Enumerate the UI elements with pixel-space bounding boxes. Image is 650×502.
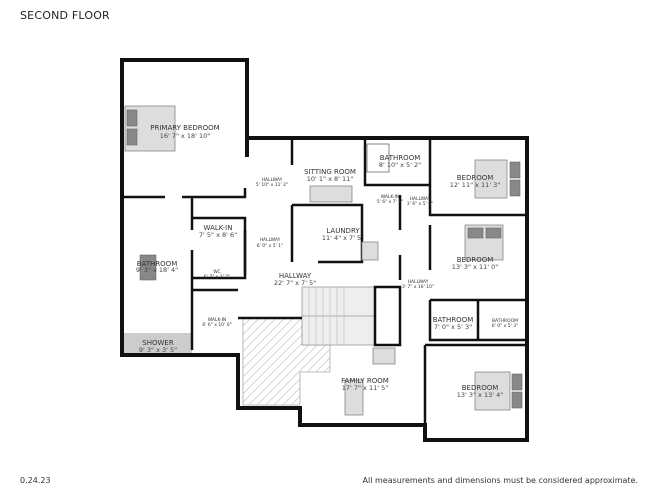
- room-name: BEDROOM: [457, 174, 494, 182]
- sofa-family-room: [344, 379, 364, 416]
- room-name: HALLWAY: [262, 177, 283, 183]
- room-dims: 9' 3" x 18' 4": [136, 266, 178, 274]
- room-name: WALK-IN: [204, 224, 233, 232]
- bed-primary: [124, 105, 176, 152]
- room-name: BATHROOM: [492, 318, 518, 324]
- room-dims: 9' 3" x 3' 5": [139, 346, 177, 354]
- shower-stall: [366, 143, 390, 173]
- room-dims: 16' 7" x 18' 10": [160, 132, 211, 140]
- room-name: BATHROOM: [137, 260, 178, 268]
- room-dims: 13' 3" x 11' 0": [452, 263, 498, 271]
- bed-3: [474, 371, 523, 411]
- room-name: BATHROOM: [380, 154, 421, 162]
- room-dims: 3' 7" x 16' 10": [402, 284, 434, 290]
- room-name: HALLWAY: [410, 196, 431, 202]
- room-name: BEDROOM: [457, 256, 494, 264]
- room-dims: 22' 7" x 7' 5": [274, 279, 316, 287]
- room-name: LAUNDRY: [326, 227, 360, 235]
- bed-1: [474, 159, 521, 199]
- room-name: BATHROOM: [433, 316, 474, 324]
- room-dims: 3' 6" x 5' 9": [407, 201, 433, 207]
- room-dims: 5' 10" x 11' 2": [256, 182, 288, 188]
- room-name: HALLWAY: [408, 279, 429, 285]
- room-name: PRIMARY BEDROOM: [150, 124, 219, 132]
- interior-walls: [122, 138, 527, 440]
- bathtub: [139, 254, 157, 281]
- room-dims: 7' 0" x 5' 3": [434, 323, 472, 331]
- room-dims: 6' 6" x 10' 0": [202, 322, 231, 328]
- room-dims: 6' 7" x 3' 2": [204, 274, 230, 280]
- room-name: BEDROOM: [462, 384, 499, 392]
- room-name: HALLWAY: [279, 272, 312, 280]
- room-dims: 13' 3" x 13' 4": [457, 391, 503, 399]
- room-name: SHOWER: [142, 339, 174, 347]
- floor-title: SECOND FLOOR: [20, 9, 110, 22]
- room-dims: 7' 5" x 8' 6": [199, 231, 237, 239]
- room-dims: 5' 6" x 7' 1": [377, 199, 403, 205]
- disclaimer: All measurements and dimensions must be …: [362, 476, 638, 485]
- room-dims: 10' 1" x 8' 11": [307, 175, 353, 183]
- armchair: [372, 347, 396, 365]
- bed-2: [464, 224, 504, 261]
- room-name: HALLWAY: [260, 237, 281, 243]
- room-name: FAMILY ROOM: [341, 377, 389, 385]
- room-name: SITTING ROOM: [304, 168, 356, 176]
- room-dims: 6' 0" x 5' 3": [492, 323, 518, 329]
- date-label: 0.24.23: [20, 476, 51, 485]
- room-name: WALK-IN: [208, 317, 227, 323]
- washer-dryer: [361, 241, 379, 261]
- room-dims: 12' 11" x 11' 3": [450, 181, 501, 189]
- room-name: WALK-IN: [381, 194, 400, 200]
- staircase: [301, 286, 376, 346]
- sofa-sitting-room: [309, 185, 353, 203]
- room-name: WC: [213, 269, 221, 275]
- room-dims: 11' 4" x 7' 5": [322, 234, 364, 242]
- room-dims: 17' 7" x 11' 5": [342, 384, 388, 392]
- shower-floor: [124, 333, 192, 355]
- room-dims: 8' 10" x 5' 2": [379, 161, 421, 169]
- room-dims: 6' 0" x 5' 1": [257, 243, 283, 249]
